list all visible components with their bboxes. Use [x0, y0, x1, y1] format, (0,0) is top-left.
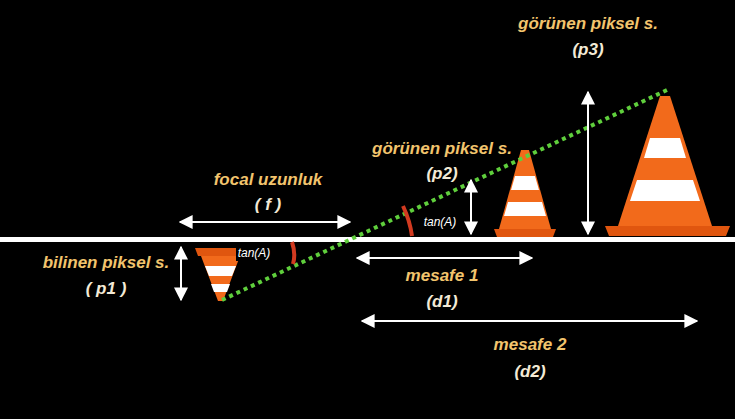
medium-cone: [494, 150, 556, 237]
label-symbol: (d1): [424, 292, 459, 312]
label-symbol: (d2): [512, 362, 547, 382]
label-symbol: ( p1 ): [84, 279, 129, 299]
label-symbol: (p2): [424, 164, 459, 184]
p2-arrow: [470, 180, 472, 234]
large-cone: [605, 96, 730, 236]
label-title: bilinen piksel s.: [41, 253, 172, 273]
p3-arrow: [587, 92, 589, 234]
label-title: focal uzunluk: [212, 170, 325, 190]
angle-label: tan(A): [422, 216, 459, 230]
angle-arc: [403, 206, 412, 236]
p1-arrow: [180, 247, 182, 300]
d2-arrow: [362, 320, 697, 322]
label-symbol: ( f ): [253, 195, 283, 215]
angle-label: tan(A): [236, 247, 273, 261]
label-title: mesafe 1: [404, 266, 481, 286]
light-ray: [222, 90, 667, 300]
label-symbol: (p3): [570, 40, 605, 60]
horizon-line: [0, 237, 735, 242]
label-title: mesafe 2: [492, 335, 569, 355]
d1-arrow: [357, 257, 532, 259]
focal-arrow: [180, 221, 350, 223]
angle-arc: [292, 242, 294, 264]
label-title: görünen piksel s.: [370, 139, 514, 159]
label-title: görünen piksel s.: [516, 14, 660, 34]
